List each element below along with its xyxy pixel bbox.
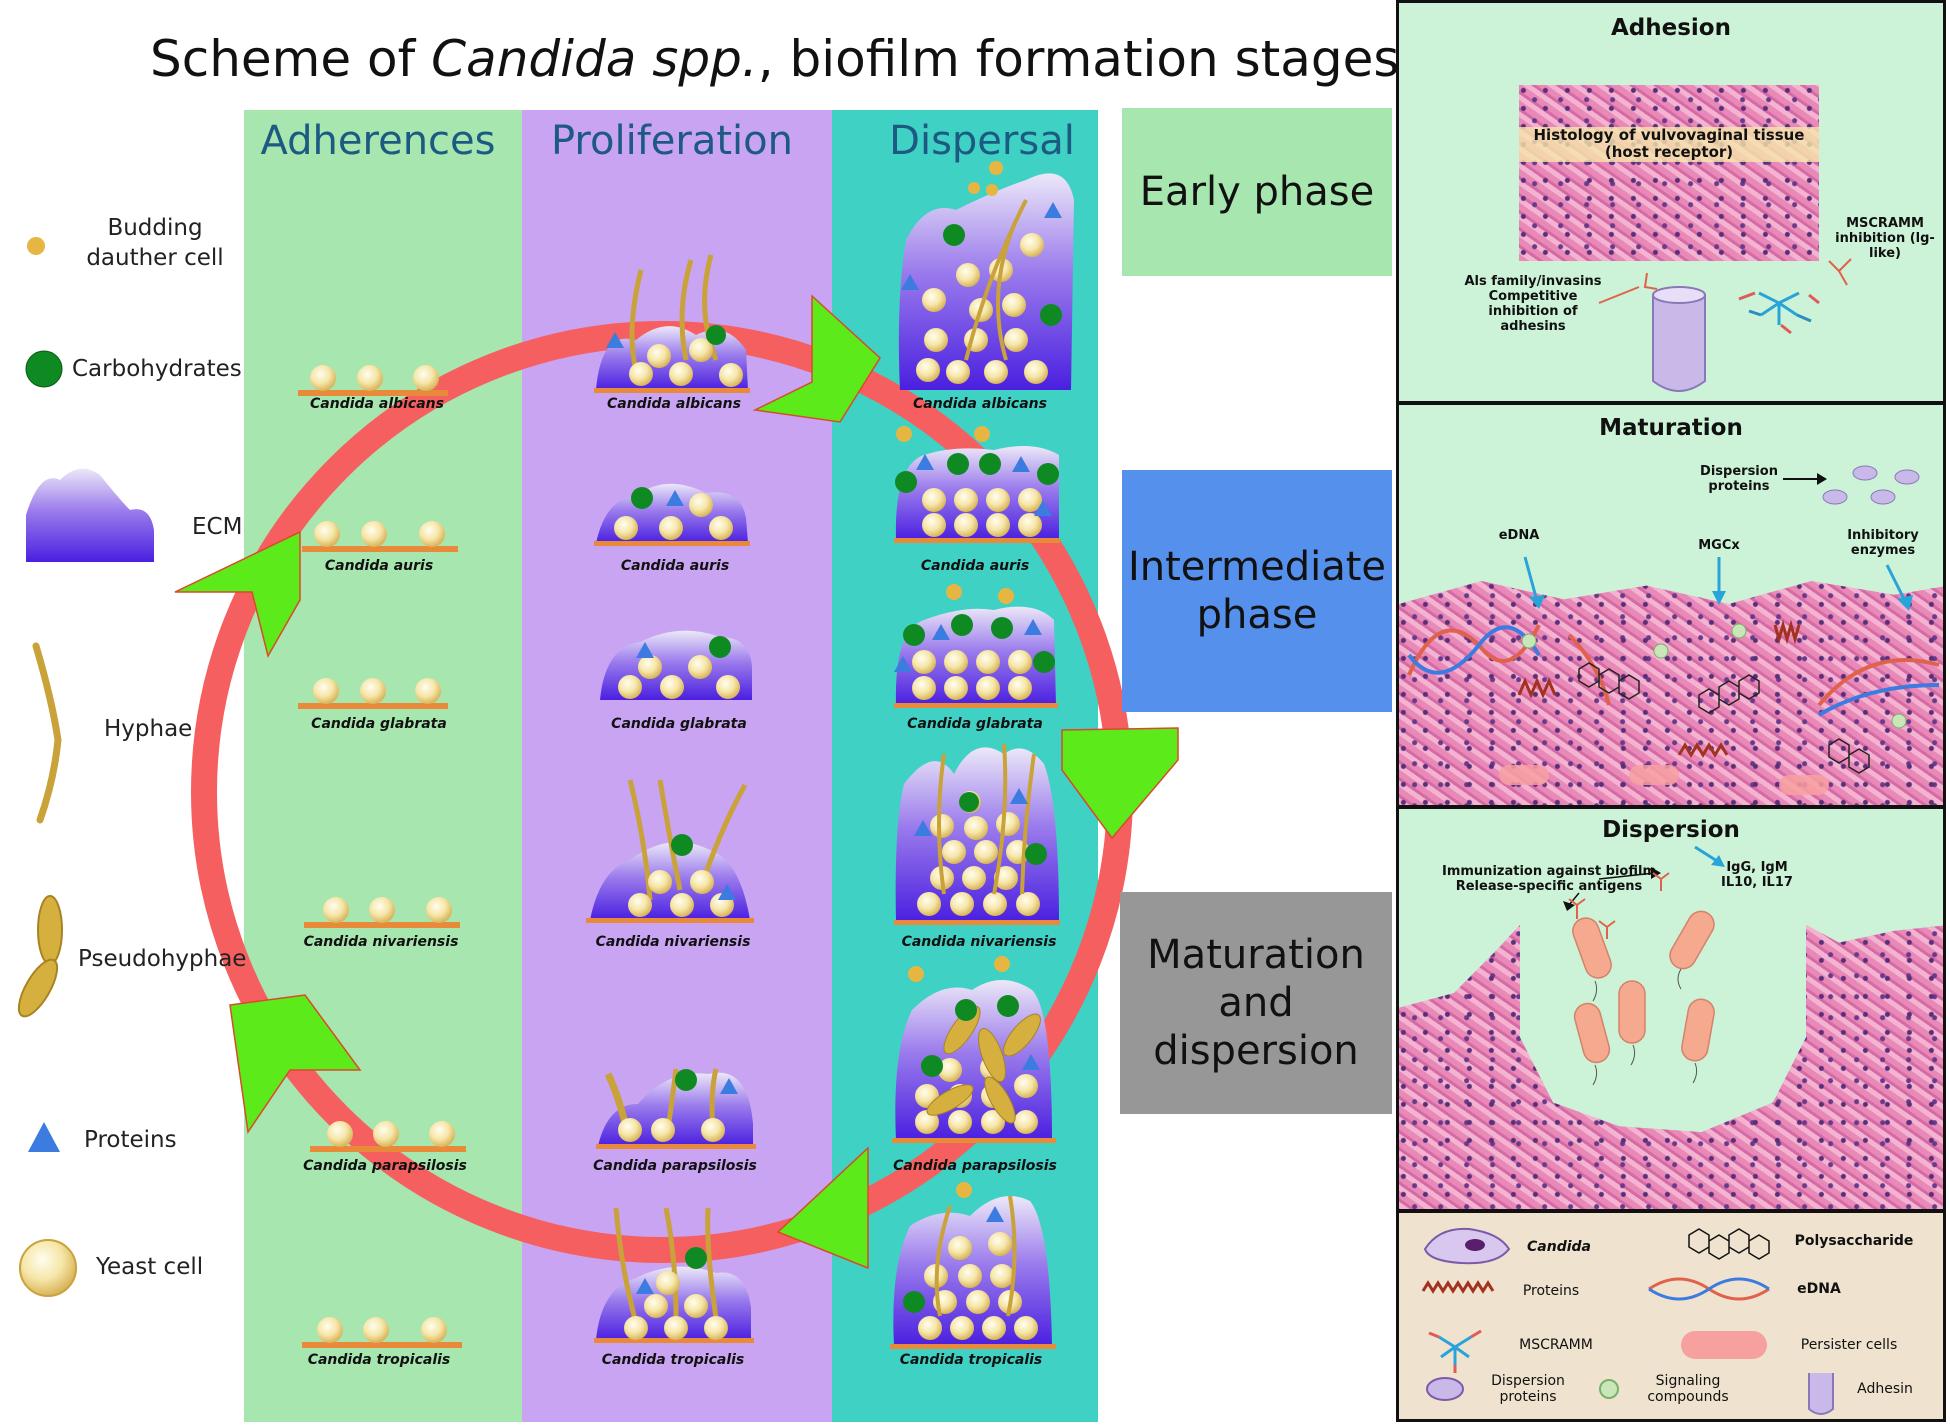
signaling-icon [1599, 1379, 1619, 1399]
dispersal-heading: Dispersal [889, 118, 1075, 164]
maturation-graphics [1407, 465, 1940, 795]
species-label: Candida parapsilosis [593, 1158, 757, 1174]
dispersion-proteins-label: Dispersion proteins [1700, 464, 1778, 494]
mgcx-label: MGCx [1698, 538, 1740, 553]
species-label: Candida nivariensis [303, 934, 459, 950]
dispersion-panel: Dispersion Immunization against biofilm … [1396, 806, 1946, 1212]
legend-adhesin: Adhesin [1857, 1381, 1913, 1397]
mscramm-icon [1738, 291, 1820, 335]
cell-legend-icons [1421, 1227, 1834, 1415]
dispersion-graphics [1563, 845, 1725, 1086]
persister-cell-icon [1572, 917, 1612, 979]
phase-intermediate: Intermediate phase [1122, 470, 1392, 712]
legend-candida: Candida [1527, 1239, 1591, 1255]
cycle-arrows [174, 294, 1179, 1270]
ecm-icon [26, 468, 154, 562]
legend-polysaccharide: Polysaccharide [1794, 1233, 1914, 1249]
pseudohyphae-icon [37, 895, 63, 965]
histology-label: Histology of vulvovaginal tissue (host r… [1519, 126, 1819, 162]
species-label: Candida glabrata [611, 716, 747, 732]
adhesin-icon [1652, 295, 1706, 392]
dispersion-protein-legend-icon [1426, 1377, 1464, 1401]
arrow-bottom-icon [776, 1146, 869, 1270]
proliferation-heading: Proliferation [551, 118, 793, 164]
adhesin-legend-icon [1808, 1373, 1834, 1415]
polysaccharide-icon [1688, 1228, 1770, 1260]
legend-dispersion-proteins: Dispersion proteins [1491, 1373, 1565, 1406]
inhibitory-enzymes-label: Inhibitory enzymes [1847, 528, 1919, 558]
persister-legend-icon [1681, 1331, 1767, 1359]
adherences-heading: Adherences [260, 118, 496, 164]
species-label: Candida glabrata [907, 716, 1043, 732]
dispersal-biofilms [890, 161, 1074, 1349]
legend-shapes [17, 237, 154, 1297]
legend-carbohydrates: Carbohydrates [72, 356, 242, 382]
legend-proteins: Proteins [84, 1127, 177, 1153]
species-label: Candida parapsilosis [893, 1158, 1057, 1174]
legend-hyphae: Hyphae [104, 716, 193, 742]
maturation-title: Maturation [1599, 415, 1743, 441]
species-label: Candida albicans [310, 396, 444, 412]
yeast-cell-icon [19, 1239, 77, 1297]
legend-persister: Persister cells [1800, 1337, 1898, 1353]
species-label: Candida glabrata [311, 716, 447, 732]
proliferation-biofilms [586, 254, 756, 1343]
arrow-bottom-left-icon [229, 994, 362, 1135]
species-label: Candida parapsilosis [303, 1158, 467, 1174]
arrow-right-icon [1061, 727, 1179, 840]
legend-budding: Budding dauther cell [86, 215, 224, 271]
species-label: Candida tropicalis [601, 1352, 745, 1368]
species-label: Candida albicans [913, 396, 1047, 412]
species-label: Candida auris [620, 558, 730, 574]
hyphae-icon [32, 642, 62, 824]
biofilm-cycle-graphic [17, 161, 1179, 1349]
immunization-label: Immunization against biofilm Release-spe… [1442, 864, 1656, 894]
protein-coil-icon [1517, 677, 1557, 699]
species-label: Candida tropicalis [307, 1352, 451, 1368]
legend-proteins: Proteins [1522, 1283, 1580, 1299]
species-label: Candida tropicalis [899, 1352, 1043, 1368]
igg-label: IgG, IgM IL10, IL17 [1721, 860, 1793, 890]
dispersion-protein-icon [1852, 465, 1878, 481]
proteins-icon [1421, 1280, 1495, 1294]
mscramm-label: MSCRAMM inhibition (lg-like) [1835, 216, 1935, 261]
histology-image [1519, 85, 1819, 261]
legend-ecm: ECM [192, 514, 243, 540]
adhesion-graphics [1598, 258, 1852, 392]
edna-label: eDNA [1498, 528, 1540, 543]
als-label: Als family/invasins Competitive inhibiti… [1464, 274, 1602, 334]
adhesion-title: Adhesion [1611, 15, 1731, 41]
legend-pseudohyphae: Pseudohyphae [78, 946, 247, 972]
species-label: Candida nivariensis [595, 934, 751, 950]
legend-signaling: Signaling compounds [1647, 1373, 1729, 1406]
maturation-panel: Maturation Dispersion proteins eDNA MGCx… [1396, 402, 1946, 808]
species-label: Candida auris [920, 558, 1030, 574]
carbohydrate-icon [25, 350, 63, 388]
mscramm-legend-icon [1428, 1329, 1482, 1373]
adhesion-panel: Adhesion Histology of vulvovaginal tissu… [1396, 0, 1946, 404]
legend-edna: eDNA [1797, 1281, 1841, 1297]
budding-cell-icon [27, 237, 45, 255]
page-title: Scheme of Candida spp., biofilm formatio… [150, 30, 1400, 88]
legend-yeast: Yeast cell [96, 1254, 204, 1280]
adherence-rows [298, 365, 466, 1348]
legend-mscramm: MSCRAMM [1519, 1337, 1593, 1353]
species-label: Candida nivariensis [901, 934, 1057, 950]
phase-maturation: Maturation and dispersion [1120, 892, 1392, 1114]
arrow-left-icon [174, 530, 301, 658]
protein-icon [28, 1122, 60, 1152]
phase-early: Early phase [1122, 108, 1392, 276]
species-label: Candida albicans [607, 396, 741, 412]
arrow-top-right-icon [752, 294, 881, 423]
species-label: Candida auris [324, 558, 434, 574]
dispersion-title: Dispersion [1602, 817, 1740, 843]
cell-legend: Candida Polysaccharide Proteins eDNA MSC… [1396, 1210, 1946, 1422]
